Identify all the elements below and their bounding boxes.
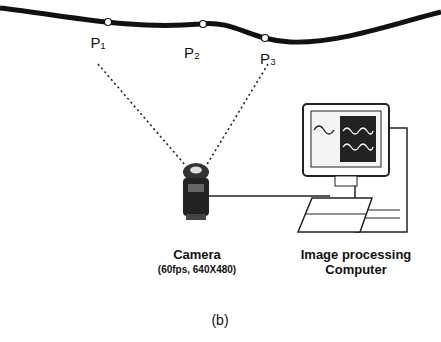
point-label: P₂ bbox=[184, 44, 200, 61]
point-label: P₁ bbox=[90, 34, 105, 51]
view-line bbox=[206, 64, 268, 166]
cable-curve bbox=[0, 8, 441, 42]
point-label: P₃ bbox=[260, 50, 276, 67]
computer-icon bbox=[298, 104, 407, 232]
device-name: Camera bbox=[173, 248, 221, 263]
device-name: Image processing Computer bbox=[291, 248, 421, 278]
camera-spec: (60fps, 640X480) bbox=[158, 264, 236, 276]
connection-cable bbox=[209, 195, 330, 197]
point-marker bbox=[262, 35, 269, 42]
point-marker bbox=[105, 19, 112, 26]
figure-label: (b) bbox=[211, 312, 228, 328]
point-marker bbox=[200, 21, 207, 28]
camera-icon bbox=[183, 163, 209, 220]
view-line bbox=[98, 64, 186, 166]
